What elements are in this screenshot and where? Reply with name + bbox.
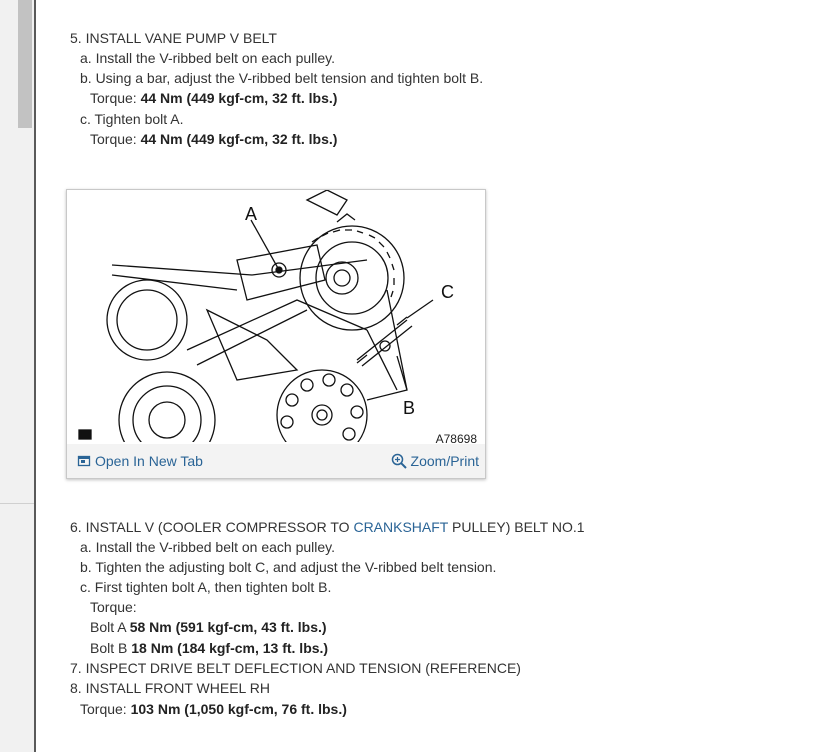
label-b: B: [403, 398, 415, 418]
figure-code: A78698: [435, 432, 477, 446]
step7-title: 7. INSPECT DRIVE BELT DEFLECTION AND TEN…: [70, 660, 521, 676]
open-new-tab-button[interactable]: Open In New Tab: [77, 453, 203, 469]
step5-a: a. Install the V-ribbed belt on each pul…: [80, 50, 336, 66]
step6-c: c. First tighten bolt A, then tighten bo…: [80, 579, 332, 595]
open-new-tab-label: Open In New Tab: [95, 453, 203, 469]
step6-a: a. Install the V-ribbed belt on each pul…: [80, 539, 336, 555]
step5-c: c. Tighten bolt A.: [80, 111, 184, 127]
step8-title: 8. INSTALL FRONT WHEEL RH: [70, 680, 270, 696]
left-border: [34, 0, 36, 752]
step8-torque: Torque: 103 Nm (1,050 kgf-cm, 76 ft. lbs…: [80, 699, 347, 719]
zoom-icon: [391, 453, 407, 469]
step6-b: b. Tighten the adjusting bolt C, and adj…: [80, 559, 497, 575]
label-c: C: [441, 282, 454, 302]
figure-card: A C B A78698 Open In New Tab Zoom/Print: [66, 189, 486, 479]
bolt-b-label: Bolt B: [90, 640, 132, 656]
step6-title-prefix: 6. INSTALL V (COOLER COMPRESSOR TO: [70, 519, 354, 535]
step5-c-torque: Torque: 44 Nm (449 kgf-cm, 32 ft. lbs.): [90, 129, 337, 149]
label-a: A: [245, 204, 257, 224]
gutter-divider: [0, 503, 34, 504]
step6-title-suffix: PULLEY) BELT NO.1: [448, 519, 585, 535]
scrollbar-thumb[interactable]: [18, 0, 32, 128]
step5-b-torque: Torque: 44 Nm (449 kgf-cm, 32 ft. lbs.): [90, 88, 337, 108]
torque-value: 44 Nm (449 kgf-cm, 32 ft. lbs.): [140, 131, 338, 147]
alternator-housing: [299, 225, 405, 331]
bolt-a-label: Bolt A: [90, 619, 130, 635]
zoom-print-button[interactable]: Zoom/Print: [391, 453, 479, 469]
step6-bolt-b: Bolt B 18 Nm (184 kgf-cm, 13 ft. lbs.): [90, 638, 328, 658]
figure-footer: Open In New Tab Zoom/Print: [67, 444, 485, 478]
torque-label: Torque:: [90, 131, 141, 147]
torque-label: Torque:: [90, 90, 141, 106]
belt-diagram: A C B: [78, 190, 454, 442]
step6-torque-label: Torque:: [90, 599, 137, 615]
torque-value: 44 Nm (449 kgf-cm, 32 ft. lbs.): [140, 90, 338, 106]
torque-value: 103 Nm (1,050 kgf-cm, 76 ft. lbs.): [130, 701, 347, 717]
bolt-a-value: 58 Nm (591 kgf-cm, 43 ft. lbs.): [129, 619, 327, 635]
bolt-b-value: 18 Nm (184 kgf-cm, 13 ft. lbs.): [131, 640, 329, 656]
step6-bolt-a: Bolt A 58 Nm (591 kgf-cm, 43 ft. lbs.): [90, 617, 327, 637]
zoom-print-label: Zoom/Print: [410, 453, 479, 469]
step5-b: b. Using a bar, adjust the V-ribbed belt…: [80, 70, 484, 86]
torque-label: Torque:: [80, 701, 131, 717]
new-tab-icon: [77, 455, 91, 467]
crankshaft-link[interactable]: CRANKSHAFT: [353, 519, 449, 535]
step6-title: 6. INSTALL V (COOLER COMPRESSOR TO CRANK…: [70, 517, 585, 537]
step5-title: 5. INSTALL VANE PUMP V BELT: [70, 30, 277, 46]
